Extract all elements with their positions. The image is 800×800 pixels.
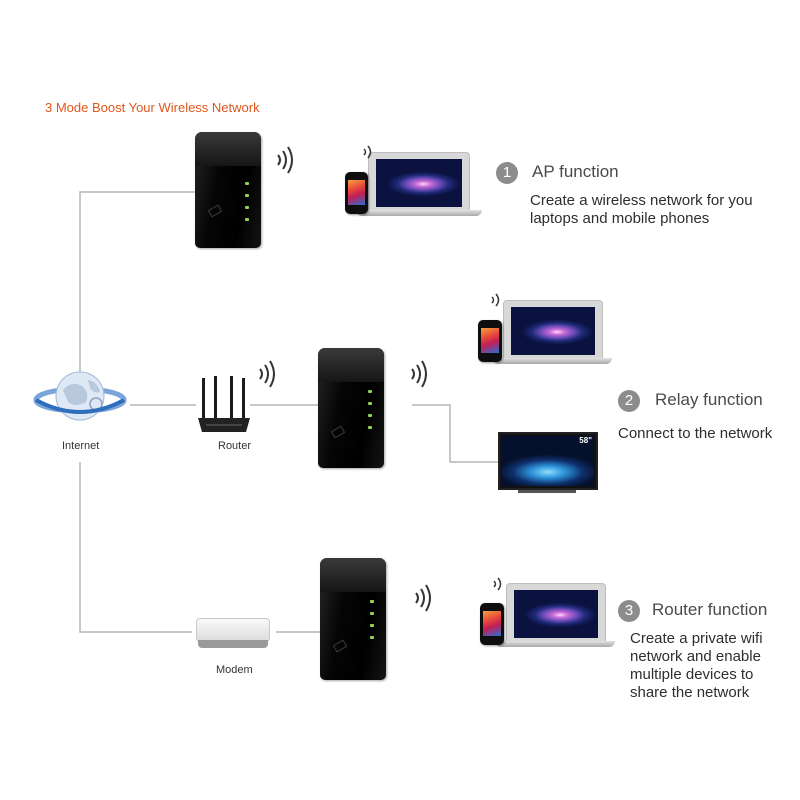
device-wifi-signal-icon [491, 293, 500, 307]
modem-icon [196, 618, 270, 642]
wifi-signal-icon [277, 146, 293, 174]
laptop-icon [368, 152, 470, 212]
phone-icon [480, 603, 504, 645]
device-wifi-signal-icon [493, 577, 502, 591]
laptop-icon [506, 583, 606, 643]
mode-title: Router function [652, 600, 768, 619]
repeater-device-icon [318, 348, 384, 468]
modem-base [198, 640, 268, 648]
phone-icon [345, 172, 368, 214]
line-repeater-to-tv [412, 404, 498, 463]
internet-node: Internet [30, 362, 130, 462]
router-wifi-signal-icon [259, 360, 275, 388]
mode-number-badge: 3 [618, 600, 640, 622]
line-internet-to-modem [79, 462, 192, 633]
mode-number-badge: 2 [618, 390, 640, 412]
laptop-base [495, 641, 615, 647]
router-label: Router [218, 440, 252, 452]
modem-label: Modem [216, 664, 253, 676]
wifi-signal-icon [411, 360, 427, 388]
tv-stand [518, 490, 576, 493]
headline: 3 Mode Boost Your Wireless Network [45, 100, 260, 115]
wifi-signal-icon [415, 584, 431, 612]
tv-size-label: 58" [579, 436, 592, 445]
mode-number-badge: 1 [496, 162, 518, 184]
internet-label: Internet [62, 440, 100, 452]
mode-title: Relay function [655, 390, 763, 409]
mode-title: AP function [532, 162, 619, 181]
repeater-device-icon [320, 558, 386, 680]
tv-icon: 58" [498, 432, 598, 490]
laptop-base [356, 210, 482, 216]
laptop-icon [503, 300, 603, 360]
mode-description: Connect to the network [618, 425, 773, 442]
laptop-base [492, 358, 612, 364]
mode-description: Create a private wifi network and enable… [630, 630, 763, 701]
globe-icon [33, 371, 127, 421]
device-wifi-signal-icon [363, 145, 372, 159]
line-internet-to-ap [79, 191, 196, 380]
modem-node: Modem [192, 612, 282, 682]
mode-description: Create a wireless network for you laptop… [530, 192, 753, 227]
router-icon [198, 376, 250, 432]
phone-icon [478, 320, 502, 362]
router-node: Router [196, 376, 266, 461]
repeater-device-icon [195, 132, 261, 248]
